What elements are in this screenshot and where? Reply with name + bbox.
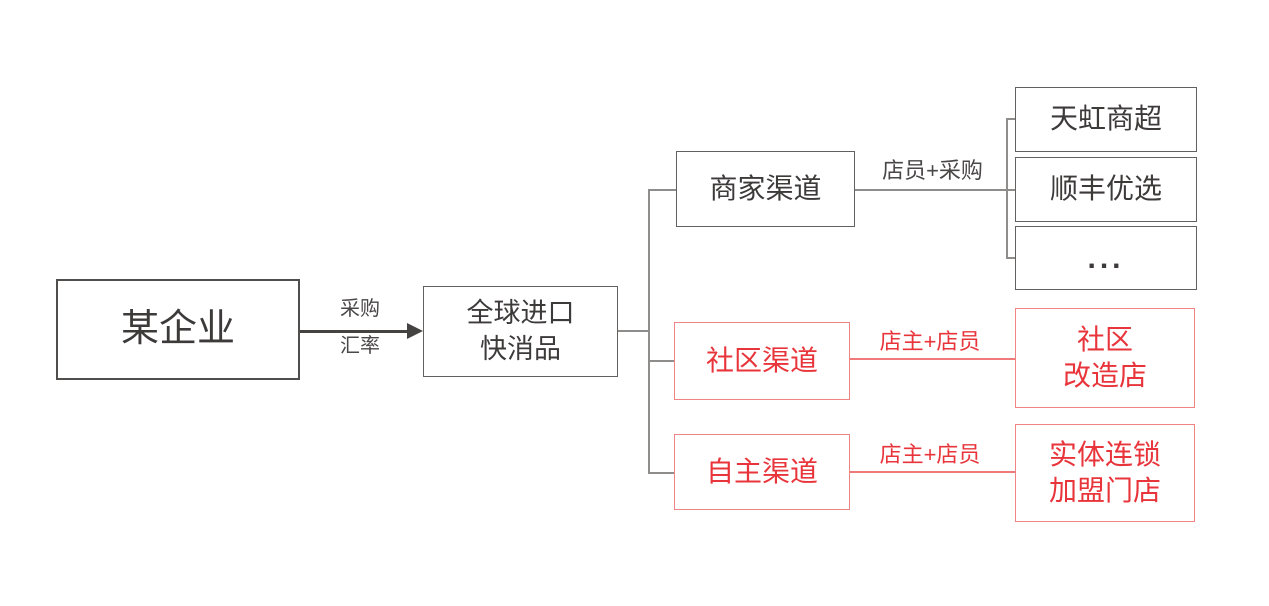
edge-independent-store-line bbox=[850, 471, 1016, 473]
node-independent-channel: 自主渠道 bbox=[674, 434, 850, 510]
node-chain-franchise-store-label: 实体连锁 加盟门店 bbox=[1048, 438, 1161, 506]
node-community-store: 社区 改造店 bbox=[1015, 308, 1195, 408]
edge-global-trunk-stub bbox=[617, 330, 650, 332]
edge-trunk-community bbox=[648, 360, 675, 362]
node-more-ellipsis-label: ... bbox=[1087, 241, 1125, 275]
node-community-channel-label: 社区渠道 bbox=[705, 344, 818, 376]
edge-label-clerk-procurement: 店员+采购 bbox=[882, 158, 983, 183]
edge-label-owner-clerk-independent: 店主+店员 bbox=[879, 442, 981, 467]
node-merchant-channel-label: 商家渠道 bbox=[709, 172, 822, 204]
node-community-channel: 社区渠道 bbox=[674, 322, 850, 400]
arrowhead-right-icon bbox=[407, 323, 423, 339]
edge-group-sfbest-stub bbox=[1006, 189, 1016, 191]
edge-merchant-group-line bbox=[855, 189, 1008, 191]
node-tianhong-supermarket-label: 天虹商超 bbox=[1049, 103, 1162, 135]
node-sf-best-label: 顺丰优选 bbox=[1049, 173, 1162, 205]
node-sf-best: 顺丰优选 bbox=[1015, 157, 1197, 222]
node-chain-franchise-store: 实体连锁 加盟门店 bbox=[1015, 424, 1195, 522]
edge-label-procurement: 采购 bbox=[340, 298, 380, 320]
node-independent-channel-label: 自主渠道 bbox=[705, 455, 818, 487]
node-merchant-channel: 商家渠道 bbox=[676, 151, 855, 227]
node-more-ellipsis: ... bbox=[1015, 226, 1197, 290]
node-tianhong-supermarket: 天虹商超 bbox=[1015, 87, 1197, 152]
node-global-fmcg: 全球进口 快消品 bbox=[423, 286, 618, 377]
node-enterprise: 某企业 bbox=[56, 279, 300, 380]
edge-label-exchange-rate: 汇率 bbox=[340, 335, 380, 357]
edge-trunk-merchant bbox=[648, 189, 677, 191]
node-community-store-label: 社区 改造店 bbox=[1062, 323, 1147, 391]
edge-group-tianhong-stub bbox=[1006, 118, 1016, 120]
edge-group-more-stub bbox=[1006, 257, 1016, 259]
connector-trunk-vertical bbox=[648, 189, 650, 474]
edge-community-store-line bbox=[850, 358, 1016, 360]
node-enterprise-label: 某企业 bbox=[120, 307, 235, 350]
edge-label-owner-clerk-community: 店主+店员 bbox=[879, 329, 981, 354]
edge-enterprise-global-line bbox=[300, 330, 412, 333]
node-global-fmcg-label: 全球进口 快消品 bbox=[466, 298, 575, 364]
edge-trunk-independent bbox=[648, 472, 675, 474]
